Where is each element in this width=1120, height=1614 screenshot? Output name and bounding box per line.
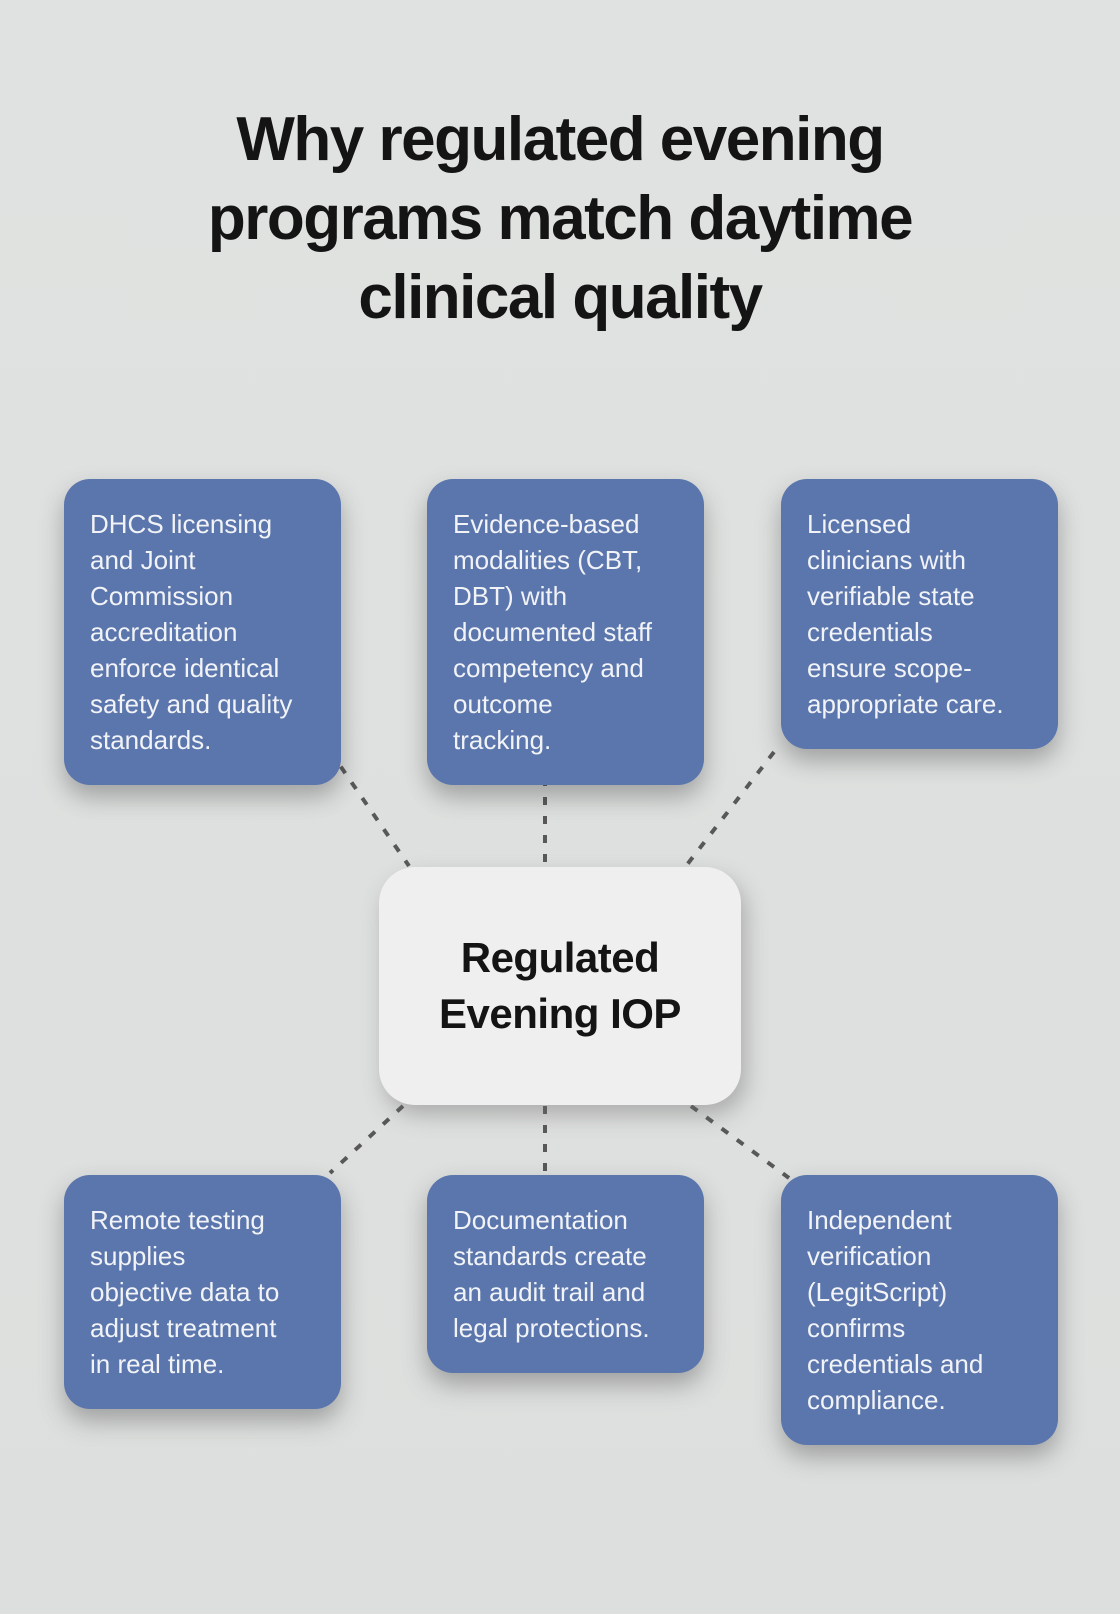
connector-bottom-right-line [689, 1104, 791, 1180]
connector-top-left-line [328, 749, 411, 868]
connector-bottom-left-line [328, 1104, 405, 1175]
